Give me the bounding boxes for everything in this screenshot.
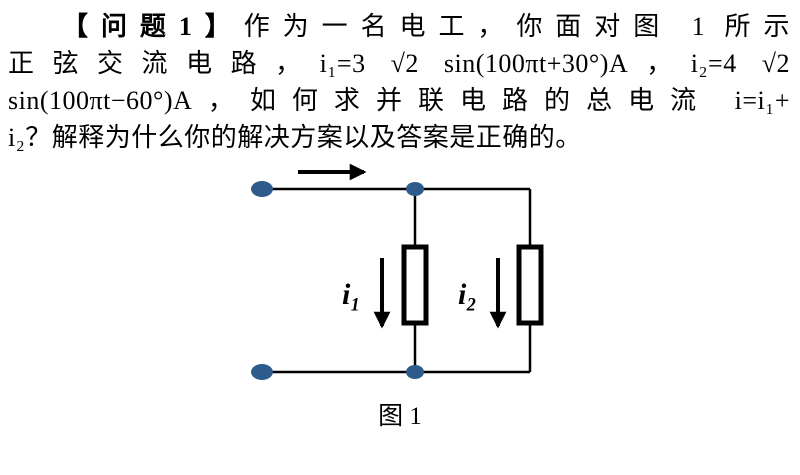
problem-line-1-text: 作为一名电工，你面对图 1 所示 bbox=[243, 12, 790, 41]
i2-label: i₂ bbox=[458, 278, 477, 311]
problem-label: 【问题1】 bbox=[62, 12, 244, 41]
circuit-figure: i₁ i₂ 图 1 bbox=[0, 162, 800, 432]
resistor-1 bbox=[401, 244, 429, 326]
resistor-2 bbox=[516, 244, 544, 326]
problem-line-1: 【问题1】作为一名电工，你面对图 1 所示 bbox=[8, 8, 790, 45]
figure-caption: 图 1 bbox=[378, 403, 422, 430]
problem-line-4: i₂？解释为什么你的解决方案以及答案是正确的。 bbox=[8, 123, 582, 152]
node-top bbox=[406, 182, 424, 196]
i1-label: i₁ bbox=[342, 278, 361, 311]
terminal-top-left bbox=[251, 181, 273, 197]
problem-line-3: sin(100πt−60°)A，如何求并联电路的总电流 i=i₁+ bbox=[8, 86, 790, 115]
problem-statement: 【问题1】作为一名电工，你面对图 1 所示 正弦交流电路，i₁=3 √2 sin… bbox=[0, 0, 800, 156]
terminal-bottom-left bbox=[251, 364, 273, 380]
node-bottom bbox=[406, 365, 424, 379]
problem-line-2: 正弦交流电路，i₁=3 √2 sin(100πt+30°)A，i₂=4 √2 bbox=[8, 49, 790, 78]
circuit-diagram: i₁ i₂ bbox=[251, 163, 544, 380]
